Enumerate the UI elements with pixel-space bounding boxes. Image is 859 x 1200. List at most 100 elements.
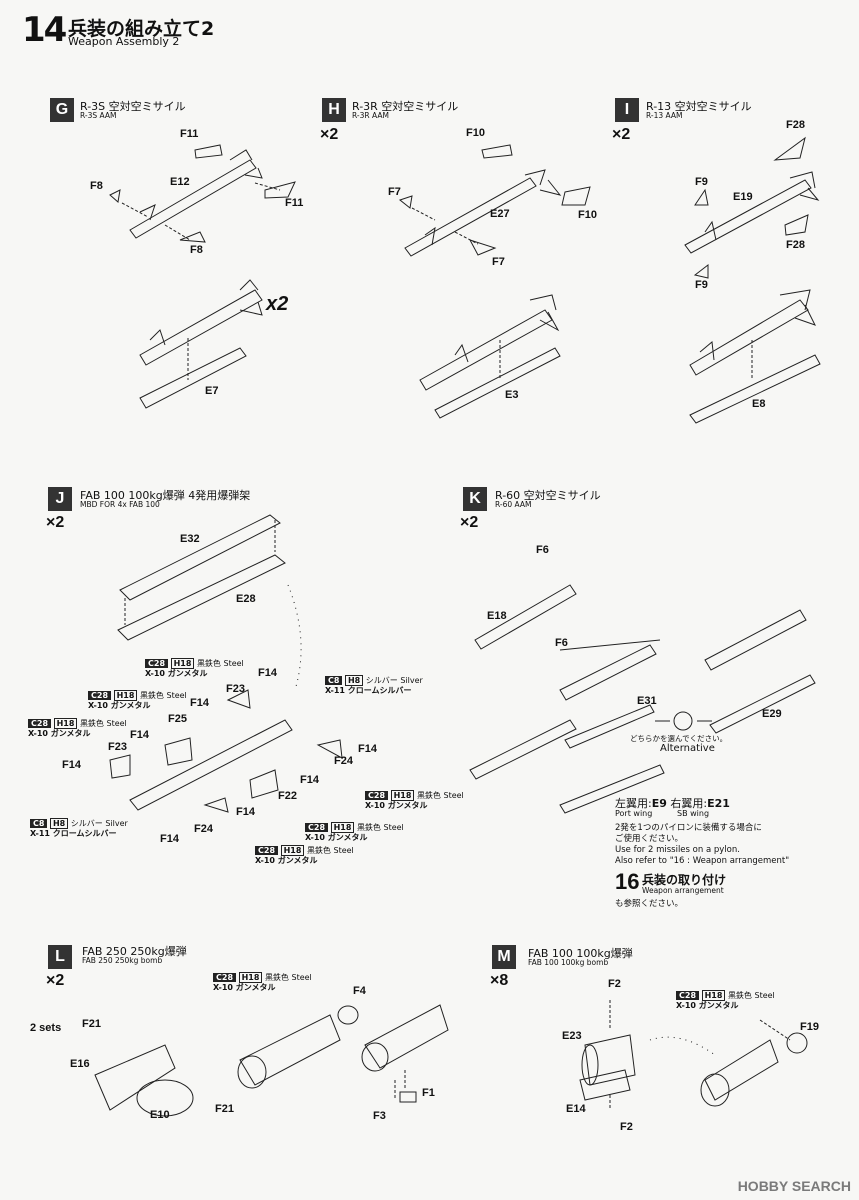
part-label: E29 (762, 708, 782, 720)
part-label: E28 (236, 593, 256, 605)
part-label: E19 (733, 191, 753, 203)
paint-name-x: X-11 クロームシルバー (325, 686, 412, 695)
alternative-note-en: Alternative (660, 743, 715, 754)
section-m-multiplier: ×8 (490, 972, 509, 989)
step-number: 14 (22, 10, 67, 50)
paint-name: 黒鉄色 (356, 823, 381, 832)
part-label: F7 (492, 256, 505, 268)
paint-code: C28 (305, 823, 329, 832)
part-label: F11 (285, 197, 304, 209)
paint-callout: C28 H18 黒鉄色 Steel X-10 ガンメタル (305, 822, 404, 842)
paint-name-en: Steel (166, 691, 187, 700)
part-label: E7 (205, 385, 219, 397)
pylon-note: 2発を1つのパイロンに装備する場合に ご使用ください。 Use for 2 mi… (615, 823, 789, 867)
paint-name-x: X-10 ガンメタル (145, 669, 208, 678)
paint-callout: C28 H18 黒鉄色 Steel X-10 ガンメタル (145, 658, 244, 678)
missile-g-body (129, 159, 257, 239)
paint-callout: C28 H18 黒鉄色 Steel X-10 ガンメタル (676, 990, 775, 1010)
paint-name-x: X-11 クロームシルバー (30, 829, 117, 838)
section-k-multiplier: ×2 (460, 514, 479, 531)
part-label: F8 (90, 180, 103, 192)
sb-wing-label: 右翼用: (670, 797, 708, 810)
paint-name-en: Steel (754, 991, 775, 1000)
part-label: F9 (695, 279, 708, 291)
paint-callout: C8 H8 シルバー Silver X-11 クロームシルバー (325, 675, 423, 695)
note-line: 2発を1つのパイロンに装備する場合に (615, 823, 762, 833)
part-label: F8 (190, 244, 203, 256)
sb-wing-part: E21 (707, 797, 730, 810)
section-m-subtitle: FAB 100 100kg bomb (528, 958, 609, 967)
alternative-note-jp: どちらかを選んでください。 (630, 734, 728, 743)
part-label: F22 (278, 790, 297, 802)
ref-step-number: 16 (615, 869, 640, 894)
part-label: E18 (487, 610, 507, 622)
ref-step-title: 兵装の取り付け (642, 873, 727, 887)
port-wing-label: 左翼用: (615, 797, 652, 810)
paint-code: C28 (145, 659, 169, 668)
paint-code: C28 (88, 691, 112, 700)
section-j-badge: J (48, 487, 72, 511)
paint-name: 黒鉄色 (727, 991, 752, 1000)
section-h-title: R-3R 空対空ミサイル (352, 100, 459, 113)
paint-callout: C28 H18 黒鉄色 Steel X-10 ガンメタル (213, 972, 312, 992)
part-label: F7 (388, 186, 401, 198)
part-label: F14 (62, 759, 81, 771)
part-label: F3 (373, 1110, 386, 1122)
sets-label: 2 sets (30, 1022, 62, 1034)
part-label: E32 (180, 533, 200, 545)
paint-name-x: X-10 ガンメタル (365, 801, 428, 810)
part-label: F6 (555, 637, 568, 649)
paint-name-x: X-10 ガンメタル (676, 1001, 739, 1010)
paint-code: C28 (213, 973, 237, 982)
paint-code: H18 (238, 972, 263, 983)
part-label: F23 (108, 741, 127, 753)
part-label: F6 (536, 544, 549, 556)
paint-code: H18 (170, 658, 195, 669)
paint-name: 黒鉄色 (264, 973, 289, 982)
paint-code: C28 (676, 991, 700, 1000)
part-label: F11 (180, 128, 199, 140)
part-label: F24 (334, 755, 353, 767)
paint-name: シルバー (70, 819, 103, 828)
paint-code: H18 (280, 845, 305, 856)
paint-name-x: X-10 ガンメタル (213, 983, 276, 992)
paint-name-en: Steel (223, 659, 244, 668)
paint-code: H8 (344, 675, 364, 686)
part-label: F14 (258, 667, 277, 679)
section-j-multiplier: ×2 (46, 514, 65, 531)
part-label: E31 (637, 695, 657, 707)
part-label: F10 (466, 127, 485, 139)
paint-code: H18 (330, 822, 355, 833)
part-label: F2 (620, 1121, 633, 1133)
section-g-title: R-3S 空対空ミサイル (80, 100, 186, 113)
paint-name: 黒鉄色 (139, 691, 164, 700)
part-label: F2 (608, 978, 621, 990)
part-label: E27 (490, 208, 510, 220)
paint-name: 黒鉄色 (416, 791, 441, 800)
paint-name-en: Steel (106, 719, 127, 728)
part-label: E3 (505, 389, 519, 401)
section-l-subtitle: FAB 250 250kg bomb (82, 956, 163, 965)
section-i-title: R-13 空対空ミサイル (646, 100, 752, 113)
paint-name-en: Steel (333, 846, 354, 855)
section-g-inline-multiplier: x2 (266, 293, 289, 315)
part-label: F24 (194, 823, 213, 835)
part-label: F21 (82, 1018, 101, 1030)
paint-code: H18 (390, 790, 415, 801)
part-label: F19 (800, 1021, 819, 1033)
bomb-rack-beam (129, 719, 293, 811)
missile-g-fins (139, 149, 263, 221)
part-label: F9 (695, 176, 708, 188)
part-label: F1 (422, 1087, 435, 1099)
paint-name: シルバー (365, 676, 398, 685)
paint-code: H18 (113, 690, 138, 701)
port-wing-en: Port wing (615, 809, 653, 818)
section-l-title: FAB 250 250kg爆弾 (82, 945, 187, 958)
paint-name-x: X-10 ガンメタル (88, 701, 151, 710)
part-label: F14 (358, 743, 377, 755)
paint-name-en: Silver (105, 819, 128, 828)
part-label: F21 (215, 1103, 234, 1115)
paint-name-x: X-10 ガンメタル (305, 833, 368, 842)
paint-code: C28 (365, 791, 389, 800)
part-label: F10 (578, 209, 597, 221)
